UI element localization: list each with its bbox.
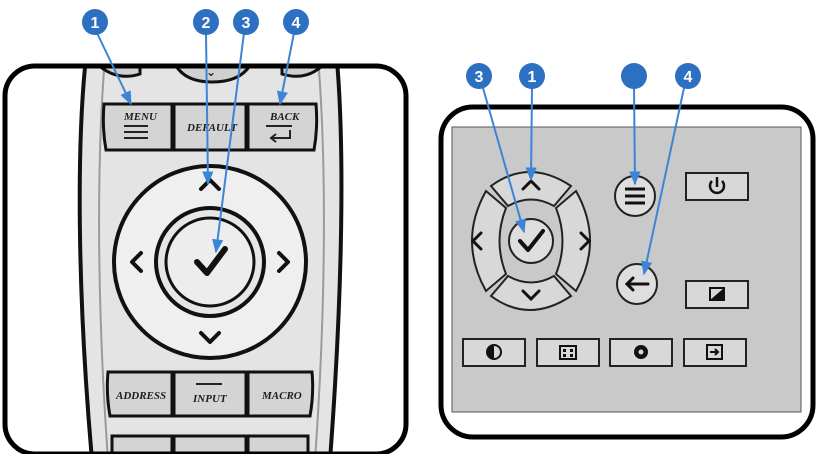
address-button-label: ADDRESS bbox=[115, 390, 166, 402]
contrast-button[interactable] bbox=[685, 280, 749, 309]
check-icon bbox=[518, 229, 545, 252]
left-arrow-icon bbox=[470, 231, 483, 251]
keypad-down-button[interactable] bbox=[489, 274, 573, 311]
input-button[interactable]: INPUT bbox=[172, 370, 248, 418]
color-button[interactable] bbox=[462, 338, 526, 367]
svg-text:3: 3 bbox=[475, 69, 484, 86]
callout-arrow bbox=[212, 32, 245, 254]
menu-button[interactable]: MENU bbox=[101, 102, 174, 152]
callout-3: 3 bbox=[466, 63, 492, 89]
callout-1: 1 bbox=[82, 9, 108, 35]
callout-arrow bbox=[525, 87, 537, 182]
callout-arrow bbox=[641, 87, 685, 276]
dpad bbox=[112, 164, 308, 360]
power-icon bbox=[708, 177, 726, 195]
callout-3: 3 bbox=[233, 9, 259, 35]
keypad-ok-button[interactable] bbox=[508, 218, 554, 264]
keypad-right-button[interactable] bbox=[554, 189, 591, 293]
right-arrow-icon[interactable] bbox=[277, 251, 290, 273]
address-button[interactable]: ADDRESS bbox=[105, 370, 174, 418]
back-button[interactable]: BACK bbox=[246, 102, 319, 152]
svg-text:2: 2 bbox=[202, 15, 211, 32]
back-button-label: BACK bbox=[269, 111, 300, 123]
callout-arrow bbox=[482, 87, 526, 234]
menu-button-label: MENU bbox=[123, 111, 158, 123]
keypad-left-button[interactable] bbox=[471, 189, 508, 293]
down-arrow-icon[interactable] bbox=[199, 331, 221, 344]
svg-text:4: 4 bbox=[684, 69, 693, 86]
keypad-panel: 3 1 4 bbox=[438, 63, 816, 440]
default-button-label: DEFAULT bbox=[186, 122, 238, 134]
back-arrow-icon bbox=[624, 276, 650, 292]
svg-text:1: 1 bbox=[528, 69, 537, 86]
input-button-label: INPUT bbox=[192, 393, 228, 405]
back-enter-icon bbox=[266, 125, 292, 143]
input-select-button[interactable] bbox=[683, 338, 747, 367]
keypad-back-button[interactable] bbox=[616, 263, 658, 305]
macro-button-label: MACRO bbox=[261, 390, 302, 402]
left-arrow-icon[interactable] bbox=[130, 251, 143, 273]
menu-lines-icon bbox=[124, 125, 148, 139]
pattern-icon bbox=[559, 345, 577, 360]
callout-4: 4 bbox=[675, 63, 701, 89]
pattern-button[interactable] bbox=[536, 338, 600, 367]
partial-button[interactable] bbox=[246, 434, 310, 454]
macro-button[interactable]: MACRO bbox=[246, 370, 315, 418]
top-center-button[interactable] bbox=[168, 40, 258, 84]
record-button[interactable] bbox=[609, 338, 673, 367]
down-arrow-icon bbox=[521, 289, 541, 302]
chevron-down-icon: ⌄ bbox=[206, 65, 216, 79]
svg-text:3: 3 bbox=[242, 15, 251, 32]
power-button[interactable] bbox=[685, 172, 749, 201]
partial-button[interactable] bbox=[172, 434, 248, 454]
callout-arrow bbox=[202, 32, 214, 186]
callout-arrow bbox=[276, 32, 295, 106]
partial-button[interactable] bbox=[110, 434, 174, 454]
right-arrow-icon bbox=[579, 231, 592, 251]
callout-blank bbox=[621, 63, 647, 89]
callout-4: 4 bbox=[283, 9, 309, 35]
input-icon bbox=[706, 344, 723, 360]
menu-icon bbox=[625, 187, 645, 205]
callout-2: 2 bbox=[193, 9, 219, 35]
keypad-up-button[interactable] bbox=[489, 171, 573, 208]
callout-1: 1 bbox=[519, 63, 545, 89]
svg-text:1: 1 bbox=[91, 15, 100, 32]
svg-text:4: 4 bbox=[292, 15, 301, 32]
remote-panel: ⌄ MENU DEFAULT BACK bbox=[2, 9, 409, 454]
keypad-dpad bbox=[470, 171, 592, 311]
ok-check-icon[interactable] bbox=[194, 246, 228, 276]
default-button[interactable]: DEFAULT bbox=[172, 102, 248, 152]
callout-arrow bbox=[629, 87, 641, 186]
callout-arrow bbox=[96, 32, 132, 106]
